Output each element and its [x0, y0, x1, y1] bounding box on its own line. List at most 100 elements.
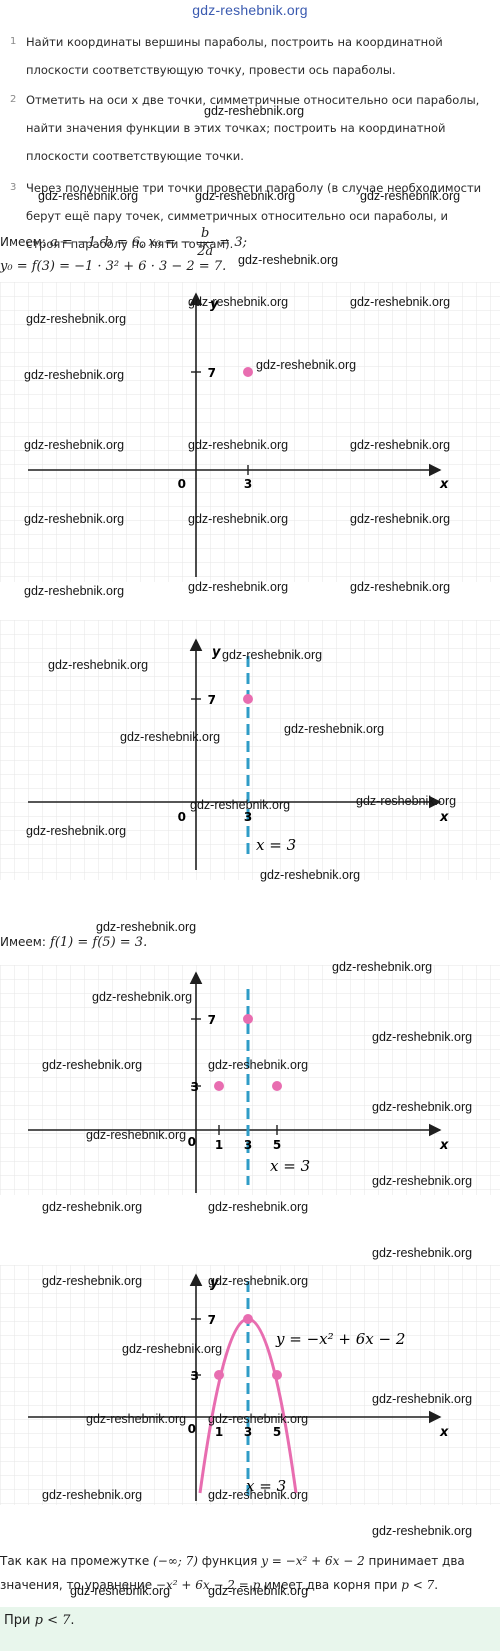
y-axis-label: y — [212, 645, 221, 660]
vertex-point — [243, 694, 253, 704]
watermark: gdz-reshebnik.org — [208, 1200, 309, 1214]
step-text: Найти координаты вершины параболы, постр… — [26, 35, 443, 77]
watermark: gdz-reshebnik.org — [86, 1128, 187, 1142]
watermark: gdz-reshebnik.org — [332, 960, 433, 974]
x-tick-label-1: 1 — [215, 1425, 223, 1439]
watermark: gdz-reshebnik.org — [350, 512, 451, 526]
x-tick-label-3: 3 — [244, 810, 252, 824]
y-tick-label-3: 3 — [191, 1080, 199, 1094]
watermark: gdz-reshebnik.org — [256, 358, 357, 372]
calc-expr-1: a = −1, b = 6, x₀ = − — [50, 235, 191, 250]
have-label: Имеем: — [0, 235, 46, 249]
watermark: gdz-reshebnik.org — [372, 1392, 473, 1406]
x-tick-label-5: 5 — [273, 1425, 281, 1439]
y-tick-label-7: 7 — [208, 1013, 216, 1027]
watermark: gdz-reshebnik.org — [222, 648, 323, 662]
y-axis-label: y — [210, 1276, 219, 1291]
watermark: gdz-reshebnik.org — [204, 104, 305, 118]
watermark: gdz-reshebnik.org — [24, 512, 125, 526]
y-axis-label: y — [210, 297, 219, 312]
graph-parabola: y x 0 1 3 5 7 3 y = −x² + 6x − 2 x = 3 — [0, 1265, 500, 1505]
answer-suffix: . — [70, 1613, 75, 1628]
watermark: gdz-reshebnik.org — [86, 1412, 187, 1426]
step-number: 1 — [10, 36, 17, 47]
watermark: gdz-reshebnik.org — [42, 1274, 143, 1288]
axis-equation-label: x = 3 — [270, 1157, 310, 1175]
graph-parabola-svg: y x 0 1 3 5 7 3 y = −x² + 6x − 2 x = 3 — [0, 1265, 500, 1505]
y-tick-label-7: 7 — [208, 693, 216, 707]
watermark: gdz-reshebnik.org — [350, 295, 451, 309]
watermark: gdz-reshebnik.org — [42, 1200, 143, 1214]
fraction-numerator: b — [197, 225, 214, 243]
point-5-3 — [272, 1370, 282, 1380]
watermark: gdz-reshebnik.org — [96, 920, 197, 934]
grid-background — [0, 620, 500, 880]
watermark: gdz-reshebnik.org — [48, 658, 149, 672]
fraction-denominator: 2a — [197, 244, 214, 259]
watermark: gdz-reshebnik.org — [24, 368, 125, 382]
x-tick-label-5: 5 — [273, 1138, 281, 1152]
watermark: gdz-reshebnik.org — [24, 438, 125, 452]
conclusion-part: функция — [197, 1554, 262, 1568]
point-5-3 — [272, 1081, 282, 1091]
x-axis-label: x — [439, 1138, 449, 1153]
watermark: gdz-reshebnik.org — [195, 189, 296, 203]
watermark: gdz-reshebnik.org — [208, 1488, 309, 1502]
step-number: 3 — [10, 182, 17, 193]
watermark: gdz-reshebnik.org — [356, 794, 457, 808]
conclusion-part: . — [434, 1578, 439, 1592]
watermark: gdz-reshebnik.org — [260, 868, 361, 882]
calc-line-3: Имеем: f(1) = f(5) = 3. — [0, 935, 500, 950]
graph-three-points: x 0 1 3 5 7 3 x = 3 — [0, 965, 500, 1195]
conclusion-part: принимает два значения, то уравнение — [0, 1554, 465, 1592]
have-label: Имеем: — [0, 935, 46, 949]
graph-vertex-svg: y x 0 3 7 — [0, 282, 500, 582]
y-tick-label-7: 7 — [208, 366, 216, 380]
x-tick-label-1: 1 — [215, 1138, 223, 1152]
watermark: gdz-reshebnik.org — [26, 312, 127, 326]
parabola-equation-label: y = −x² + 6x − 2 — [275, 1330, 405, 1348]
watermark: gdz-reshebnik.org — [188, 295, 289, 309]
x-tick-label-3: 3 — [244, 1425, 252, 1439]
function-expr: y = −x² + 6x − 2 — [261, 1554, 365, 1568]
equation-expr: −x² + 6x − 2 = p — [155, 1578, 261, 1592]
watermark: gdz-reshebnik.org — [188, 438, 289, 452]
watermark: gdz-reshebnik.org — [42, 1488, 143, 1502]
watermark: gdz-reshebnik.org — [92, 990, 193, 1004]
grid-background — [0, 282, 500, 582]
watermark: gdz-reshebnik.org — [208, 1412, 309, 1426]
graph-axis-svg: y x 0 3 7 x = 3 — [0, 620, 500, 880]
interval-expr: (−∞; 7) — [153, 1554, 198, 1568]
axis-equation-label: x = 3 — [246, 1477, 286, 1495]
conclusion-part: имеет два корня при — [260, 1578, 402, 1592]
vertex-point — [243, 1314, 253, 1324]
watermark: gdz-reshebnik.org — [350, 580, 451, 594]
watermark: gdz-reshebnik.org — [372, 1246, 473, 1260]
x-tick-label-3: 3 — [244, 1138, 252, 1152]
graph-axis: y x 0 3 7 x = 3 — [0, 620, 500, 880]
x-axis-label: x — [439, 810, 449, 825]
x-axis-label: x — [439, 477, 449, 492]
origin-label: 0 — [188, 1422, 196, 1436]
calc-expr-3: f(1) = f(5) = 3. — [50, 935, 148, 950]
axis-equation-label: x = 3 — [256, 836, 296, 854]
step-text: Отметить на оси x две точки, симметричны… — [26, 93, 480, 163]
graph-vertex: y x 0 3 7 — [0, 282, 500, 582]
watermark: gdz-reshebnik.org — [24, 584, 125, 598]
watermark: gdz-reshebnik.org — [284, 722, 385, 736]
graph-three-points-svg: x 0 1 3 5 7 3 x = 3 — [0, 965, 500, 1195]
watermark: gdz-reshebnik.org — [208, 1274, 309, 1288]
calc-line-2: y₀ = f(3) = −1 · 3² + 6 · 3 − 2 = 7. — [0, 259, 500, 274]
vertex-point — [243, 1014, 253, 1024]
vertex-point — [243, 367, 253, 377]
watermark: gdz-reshebnik.org — [372, 1030, 473, 1044]
grid-background — [0, 1265, 500, 1505]
watermark: gdz-reshebnik.org — [372, 1100, 473, 1114]
site-title: gdz-reshebnik.org — [192, 2, 308, 18]
fraction: b 2a — [197, 225, 214, 260]
step-number: 2 — [10, 94, 17, 105]
watermark: gdz-reshebnik.org — [120, 730, 221, 744]
condition-expr: p < 7 — [401, 1578, 435, 1592]
watermark: gdz-reshebnik.org — [208, 1584, 309, 1598]
y-tick-label-3: 3 — [191, 1369, 199, 1383]
